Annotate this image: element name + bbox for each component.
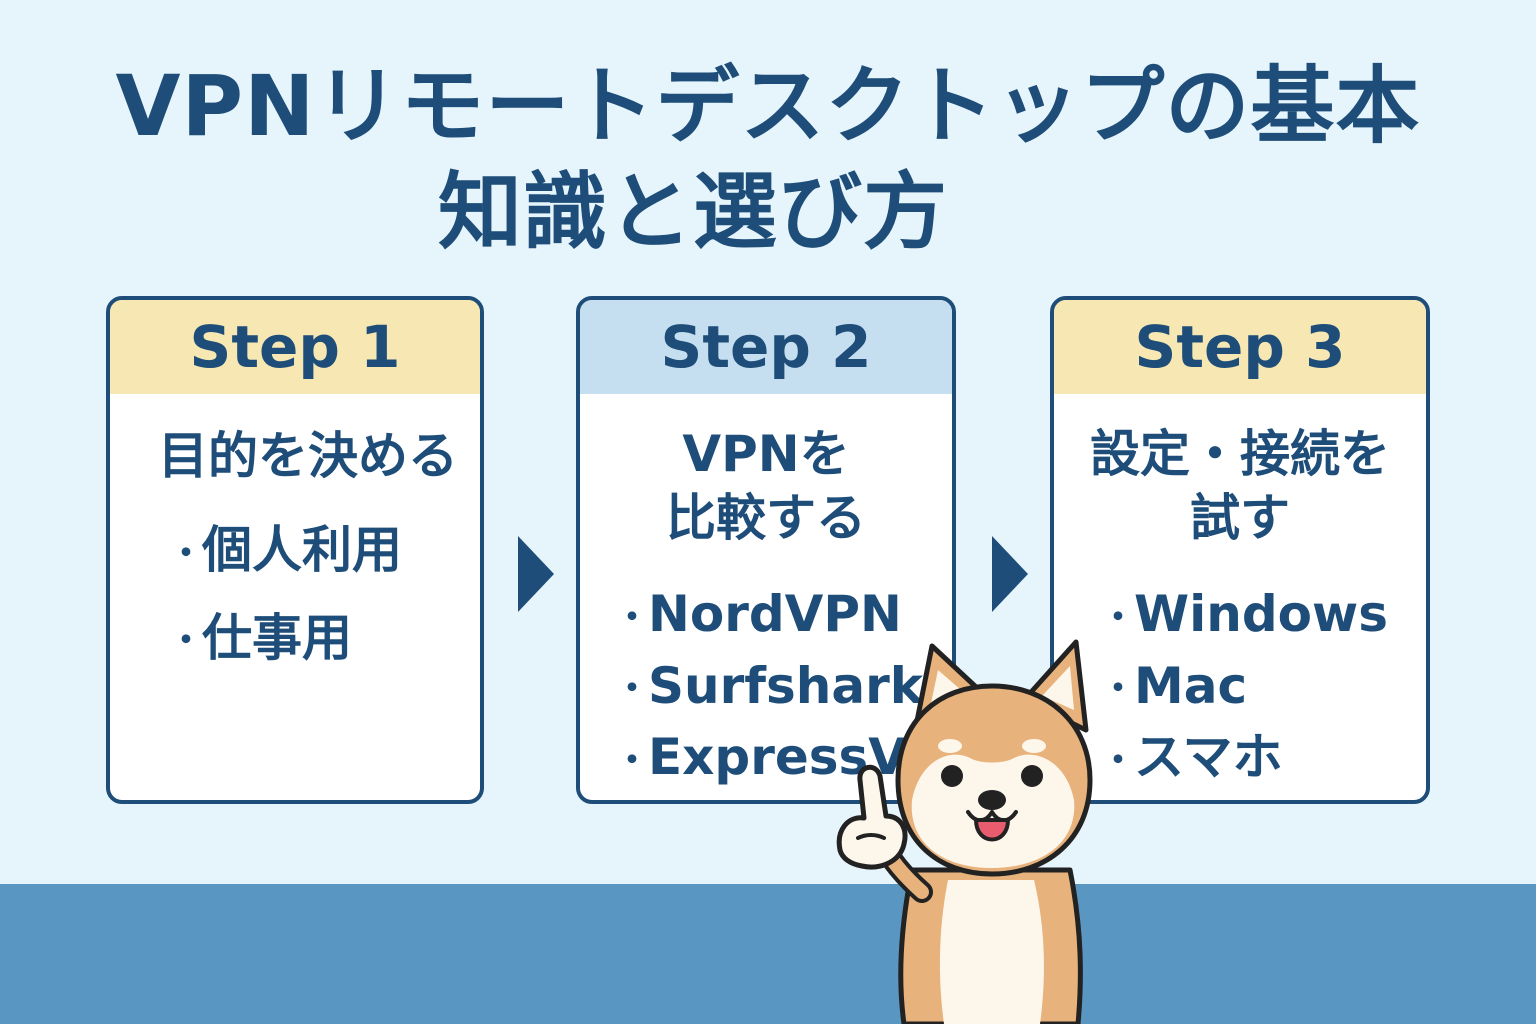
bullet: ・ [1100, 596, 1137, 638]
list-item: ・仕事用 [168, 604, 480, 676]
chevron-right-icon [992, 536, 1028, 612]
shiba-dog-mascot [836, 639, 1093, 1024]
step-3-list: ・Windows ・Mac ・スマホ [1054, 580, 1426, 795]
bullet: ・ [1100, 739, 1137, 781]
bullet: ・ [168, 532, 205, 574]
step-2-heading-line1: VPNを [682, 425, 850, 483]
page-title-line2: 知識と選び方 [438, 163, 949, 261]
chevron-right-icon [518, 536, 554, 612]
list-item: ・NordVPN [614, 580, 952, 652]
step-1-list: ・個人利用 ・仕事用 [110, 516, 480, 675]
bullet: ・ [614, 739, 651, 781]
bullet: ・ [614, 596, 651, 638]
list-item: ・Windows [1100, 580, 1426, 652]
bullet: ・ [614, 668, 651, 709]
step-3-heading: 設定・接続を 試す [1054, 422, 1426, 550]
step-2-card: Step 2 VPNを 比較する ・NordVPN ・Surfshark ・Ex… [576, 296, 956, 804]
floor-band [0, 884, 1536, 1024]
step-2-list: ・NordVPN ・Surfshark ・ExpressVPN [580, 580, 952, 795]
list-item: ・Surfshark [614, 652, 952, 724]
step-1-header: Step 1 [110, 300, 480, 394]
page-title-line1: VPNリモートデスクトップの基本 [115, 57, 1421, 155]
step-3-card: Step 3 設定・接続を 試す ・Windows ・Mac ・スマホ [1050, 296, 1430, 804]
bullet: ・ [168, 620, 205, 661]
list-item: ・個人利用 [168, 516, 480, 588]
step-3-header: Step 3 [1054, 300, 1426, 394]
list-item: ・ExpressVPN [614, 723, 952, 795]
list-item: ・Mac [1100, 652, 1426, 724]
step-2-heading-line2: 比較する [666, 489, 866, 547]
step-2-heading: VPNを 比較する [580, 422, 952, 550]
list-item: ・スマホ [1100, 723, 1426, 795]
bullet: ・ [1100, 668, 1137, 709]
step-1-card: Step 1 目的を決める ・個人利用 ・仕事用 [106, 296, 484, 804]
step-2-header: Step 2 [580, 300, 952, 394]
step-3-heading-line1: 設定・接続を [1090, 425, 1390, 483]
step-1-heading: 目的を決める [158, 427, 458, 485]
step-3-heading-line2: 試す [1190, 489, 1290, 547]
